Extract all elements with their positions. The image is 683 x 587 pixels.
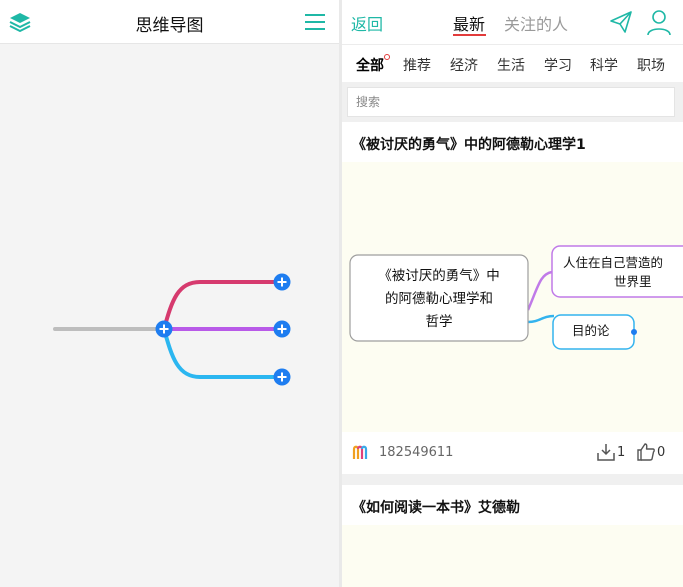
feed-topbar: 返回 最新 关注的人 (342, 0, 683, 44)
preview-child-node-1 (551, 245, 683, 298)
mindmap-editor-pane: 思维导图 (0, 0, 339, 587)
like-count: 0 (657, 445, 666, 460)
pane-divider (339, 0, 342, 587)
layers-icon[interactable] (9, 11, 31, 33)
category-bar: 全部 推荐 经济 生活 学习 科学 职场 (342, 44, 683, 82)
branch-2-add-button[interactable] (273, 320, 291, 338)
download-count: 1 (617, 445, 626, 460)
category-workplace[interactable]: 职场 (637, 58, 665, 74)
root-add-node-button[interactable] (155, 320, 173, 338)
brand-logo-icon (352, 445, 368, 459)
mindmap-graph[interactable] (0, 45, 339, 587)
thumbs-up-icon[interactable] (636, 442, 656, 462)
category-economy[interactable]: 经济 (450, 58, 478, 74)
community-feed-pane: 返回 最新 关注的人 全部 推荐 经济 生活 学习 科学 职场 《被讨厌的勇气》… (342, 0, 683, 587)
tab-latest[interactable]: 最新 (453, 15, 486, 34)
preview-diagram: 《被讨厌的勇气》中 的阿德勒心理学和 哲学 人住在自己营造的 世界里 目的论 (349, 245, 683, 350)
editor-title: 思维导图 (135, 16, 204, 36)
mindmap-preview-2[interactable] (342, 525, 683, 587)
category-science[interactable]: 科学 (590, 58, 618, 74)
menu-icon[interactable] (304, 12, 326, 32)
author-name[interactable]: 182549611 (379, 445, 454, 460)
mindmap-card[interactable]: 《被讨厌的勇气》中的阿德勒心理学1 《被讨厌的勇气》中 的阿德勒心理学和 哲学 … (342, 122, 683, 474)
category-life[interactable]: 生活 (497, 58, 525, 74)
back-button[interactable]: 返回 (351, 15, 384, 34)
preview-root-text-1: 《被讨厌的勇气》中 (378, 268, 500, 284)
mindmap-card-2[interactable]: 《如何阅读一本书》艾德勒 (342, 485, 683, 587)
download-icon[interactable] (596, 442, 616, 462)
preview-collapse-dot (631, 329, 637, 335)
preview-child-1-text-1: 人住在自己营造的 (563, 255, 663, 270)
notification-dot (384, 54, 390, 60)
paper-plane-icon[interactable] (608, 9, 634, 35)
tab-following[interactable]: 关注的人 (504, 15, 569, 34)
preview-child-2-text: 目的论 (572, 323, 610, 338)
preview-branch-1 (526, 270, 553, 311)
category-study[interactable]: 学习 (544, 58, 572, 74)
mindmap-preview[interactable]: 《被讨厌的勇气》中 的阿德勒心理学和 哲学 人住在自己营造的 世界里 目的论 (342, 162, 683, 432)
preview-child-1-text-2: 世界里 (614, 274, 652, 289)
user-icon[interactable] (646, 8, 672, 36)
preview-branch-2 (527, 314, 555, 324)
branch-line-1 (162, 280, 281, 330)
active-tab-indicator (453, 34, 486, 36)
category-all[interactable]: 全部 (356, 58, 384, 74)
card-title[interactable]: 《被讨厌的勇气》中的阿德勒心理学1 (352, 137, 586, 153)
category-recommend[interactable]: 推荐 (403, 58, 431, 74)
branch-line-3 (162, 328, 281, 379)
preview-root-node (349, 254, 529, 342)
branch-3-add-button[interactable] (273, 368, 291, 386)
card-title-2[interactable]: 《如何阅读一本书》艾德勒 (352, 500, 520, 516)
card-footer: 182549611 1 0 (342, 432, 683, 474)
search-area (342, 82, 683, 122)
branch-1-add-button[interactable] (273, 273, 291, 291)
editor-header: 思维导图 (0, 0, 339, 44)
search-input[interactable] (347, 87, 675, 117)
preview-root-text-2: 的阿德勒心理学和 (385, 291, 493, 307)
preview-root-text-3: 哲学 (426, 314, 453, 330)
